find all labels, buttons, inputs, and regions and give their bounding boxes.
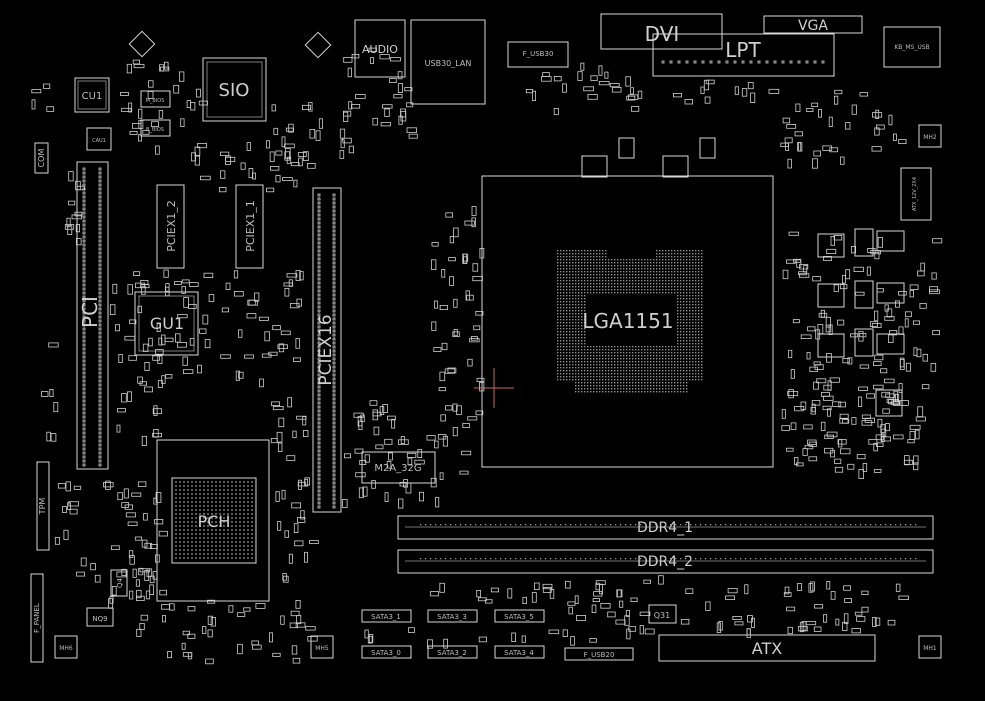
- tpm-label: TPM: [38, 498, 47, 516]
- lpt-label: LPT: [725, 38, 761, 62]
- pciex1-2-slot: PCIEX1_2: [156, 184, 185, 269]
- pci-label: PCI: [78, 296, 102, 328]
- cu1-chip: CU1: [74, 77, 110, 113]
- pch-label: PCH: [198, 512, 231, 531]
- pciex1-1-slot: PCIEX1_1: [235, 184, 264, 269]
- cau1-label: CAU1: [92, 138, 106, 144]
- gu1-label: GU1: [150, 314, 184, 333]
- tpm-header: TPM: [36, 461, 50, 551]
- m2-slot: M2A_32G: [361, 451, 436, 484]
- nq9-component: NQ9: [86, 607, 114, 627]
- b-bios-label: B_BIOS: [146, 127, 164, 133]
- f-usb30-label: F_USB30: [523, 50, 554, 58]
- q4-label: Q4: [116, 577, 124, 588]
- mh5-label: MH5: [315, 645, 329, 652]
- sata3-label: SATA3_3: [437, 613, 467, 621]
- sata0-label: SATA3_0: [371, 649, 401, 657]
- diamond-part-right: [304, 31, 332, 59]
- m-bios-label: M_BIOS: [146, 98, 165, 104]
- pch-chip: PCH: [156, 439, 270, 602]
- sata2-label: SATA3_2: [437, 649, 467, 657]
- cu1-label: CU1: [82, 91, 103, 102]
- q4-component: Q4: [110, 569, 128, 597]
- sata-port-0: SATA3_0: [361, 645, 412, 659]
- f-usb20-label: F_USB20: [584, 651, 615, 659]
- q31-component: Q31: [648, 604, 677, 624]
- audio-label: AUDIO: [362, 43, 398, 56]
- cpu-socket: LGA1151: [474, 175, 774, 468]
- usb30-lan-connector: USB30_LAN: [410, 19, 486, 105]
- audio-connector: AUDIO: [354, 19, 406, 78]
- sata-port-2: SATA3_2: [427, 645, 478, 659]
- vga-connector: VGA: [763, 15, 863, 34]
- nq9-label: NQ9: [92, 615, 107, 623]
- q31-label: Q31: [654, 611, 670, 620]
- mh1-label: MH1: [923, 645, 937, 652]
- sio-label: SIO: [219, 80, 250, 101]
- mount-hole-mh1: MH1: [918, 635, 942, 659]
- kb-ms-usb-connector: KB_MS_USB: [883, 26, 941, 68]
- vga-label: VGA: [798, 18, 828, 34]
- atx-label: ATX: [752, 639, 782, 658]
- f-panel-header: F_PANEL: [30, 573, 44, 663]
- passive-components: [31, 47, 943, 665]
- pciex16-slot: PCIEX16: [312, 187, 342, 513]
- f-usb30-header: F_USB30: [507, 41, 569, 68]
- cpu-caps-top: [581, 137, 716, 178]
- pciex1-2-label: PCIEX1_2: [165, 200, 178, 252]
- f-usb20-header: F_USB20: [564, 647, 634, 661]
- dvi-connector: DVI: [600, 13, 723, 50]
- sata-port-4: SATA3_4: [494, 645, 545, 659]
- mh6-label: MH6: [59, 645, 73, 652]
- atx-12v-power: ATX_12V_2X4: [900, 167, 932, 221]
- pci-slot: PCI: [76, 161, 109, 470]
- sata1-label: SATA3_1: [371, 613, 401, 621]
- diamond-part-left: [128, 30, 156, 58]
- mount-hole-mh6: MH6: [54, 635, 78, 659]
- sata-port-3: SATA3_3: [427, 609, 478, 623]
- sata4-label: SATA3_4: [504, 649, 534, 657]
- kb-ms-usb-label: KB_MS_USB: [894, 44, 929, 51]
- sio-chip: SIO: [202, 57, 267, 122]
- m-bios-chip: M_BIOS: [140, 90, 171, 108]
- atx-12v-label: ATX_12V_2X4: [912, 177, 918, 211]
- cau1-component: CAU1: [86, 127, 112, 151]
- com-label: COM: [37, 149, 46, 168]
- mh2-label: MH2: [923, 134, 937, 141]
- ddr4-2-label: DDR4_2: [637, 554, 693, 570]
- mount-hole-mh5: MH5: [310, 635, 334, 659]
- usb30-lan-label: USB30_LAN: [425, 59, 472, 68]
- lpt-connector: LPT: [652, 33, 835, 77]
- com-header: COM: [34, 142, 49, 174]
- atx-power: ATX: [658, 634, 876, 662]
- cpu-socket-label: LGA1151: [582, 309, 673, 333]
- f-panel-label: F_PANEL: [33, 603, 41, 633]
- ddr4-2-slot: DDR4_2: [397, 549, 934, 574]
- pciex1-1-label: PCIEX1_1: [244, 200, 257, 252]
- pciex16-label: PCIEX16: [316, 314, 336, 385]
- ddr4-1-label: DDR4_1: [637, 520, 693, 536]
- sata5-label: SATA3_5: [504, 613, 534, 621]
- sata-port-5: SATA3_5: [494, 609, 545, 623]
- b-bios-chip: B_BIOS: [140, 119, 171, 137]
- ddr4-1-slot: DDR4_1: [397, 515, 934, 540]
- sata-port-1: SATA3_1: [361, 609, 412, 623]
- vrm-chokes: [817, 228, 905, 417]
- mount-hole-mh2: MH2: [918, 124, 942, 148]
- m2-label: M2A_32G: [374, 463, 421, 474]
